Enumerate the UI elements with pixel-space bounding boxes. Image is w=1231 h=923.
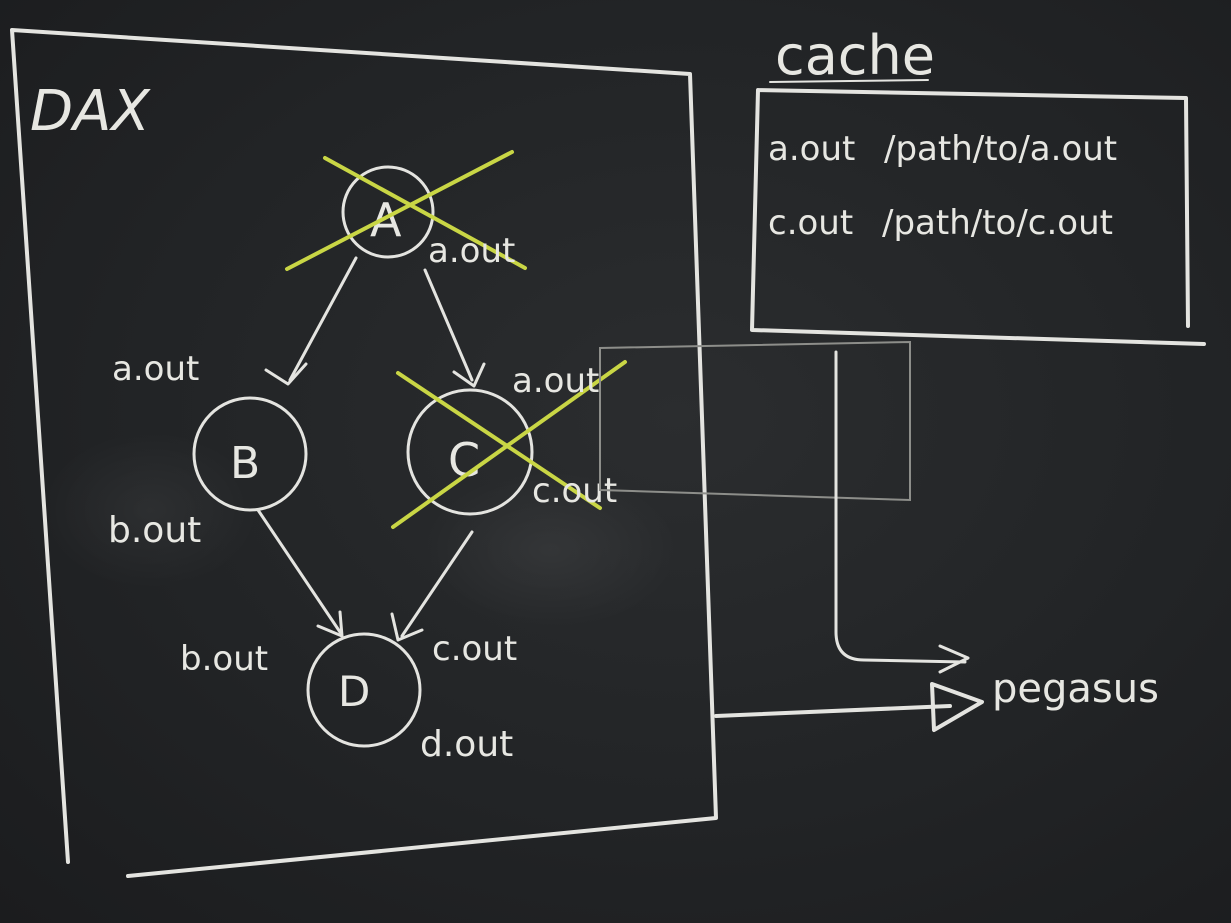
node-b-label: B: [230, 438, 260, 489]
node-c-strike-2: [396, 371, 602, 510]
pegasus-label: pegasus: [992, 666, 1159, 712]
edge-cache-pegasus: [834, 350, 970, 674]
dax-title: DAX: [30, 79, 151, 144]
node-c: C: [391, 360, 627, 529]
node-c-input-label: a.out: [512, 361, 599, 401]
cache-entry-a-file: a.out: [768, 129, 855, 169]
node-d: D: [306, 632, 422, 748]
node-a-output-label: a.out: [428, 231, 515, 271]
cache-title-underline: [769, 79, 929, 83]
node-d-label: D: [338, 667, 370, 716]
node-a: A: [285, 150, 527, 271]
node-b: B: [192, 396, 308, 512]
node-d-output-label: d.out: [420, 724, 513, 765]
edge-a-c: [423, 268, 486, 388]
cache-frame: [750, 88, 1206, 346]
edge-a-b: [264, 256, 358, 386]
node-d-input-b-label: b.out: [180, 639, 268, 679]
cache-shadow-frame: [599, 340, 911, 502]
node-a-label: A: [370, 193, 402, 247]
node-b-output-label: b.out: [108, 510, 201, 551]
edge-c-d: [390, 530, 474, 642]
edge-dax-pegasus: [714, 682, 984, 732]
node-c-strike-1: [391, 360, 627, 529]
cache-entry-a-path: /path/to/a.out: [884, 129, 1117, 169]
node-a-strike-1: [285, 150, 514, 271]
cache-entry-c-path: /path/to/c.out: [882, 203, 1113, 243]
node-b-input-label: a.out: [112, 349, 199, 389]
node-a-strike-2: [323, 156, 527, 270]
cache-title: cache: [775, 24, 935, 87]
edge-b-d: [256, 508, 344, 638]
dax-frame: [10, 28, 718, 878]
cache-entry-c-file: c.out: [768, 203, 853, 243]
node-d-input-c-label: c.out: [432, 629, 517, 669]
